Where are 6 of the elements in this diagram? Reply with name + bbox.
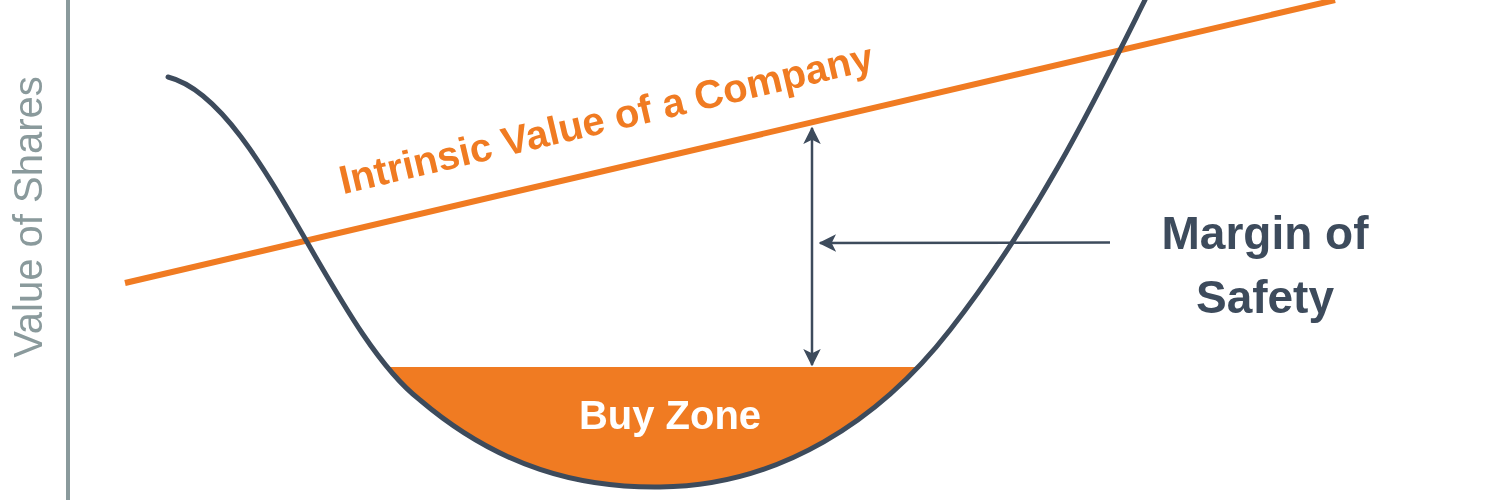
- line-label: Intrinsic Value of a Company: [334, 33, 878, 203]
- zone-label: Buy Zone: [578, 393, 762, 437]
- callout-label: Margin of Safety: [1110, 195, 1420, 335]
- axis-title: Value of Shares: [5, 75, 51, 360]
- leader-arrow: [818, 234, 1110, 252]
- double-arrow: [803, 126, 821, 367]
